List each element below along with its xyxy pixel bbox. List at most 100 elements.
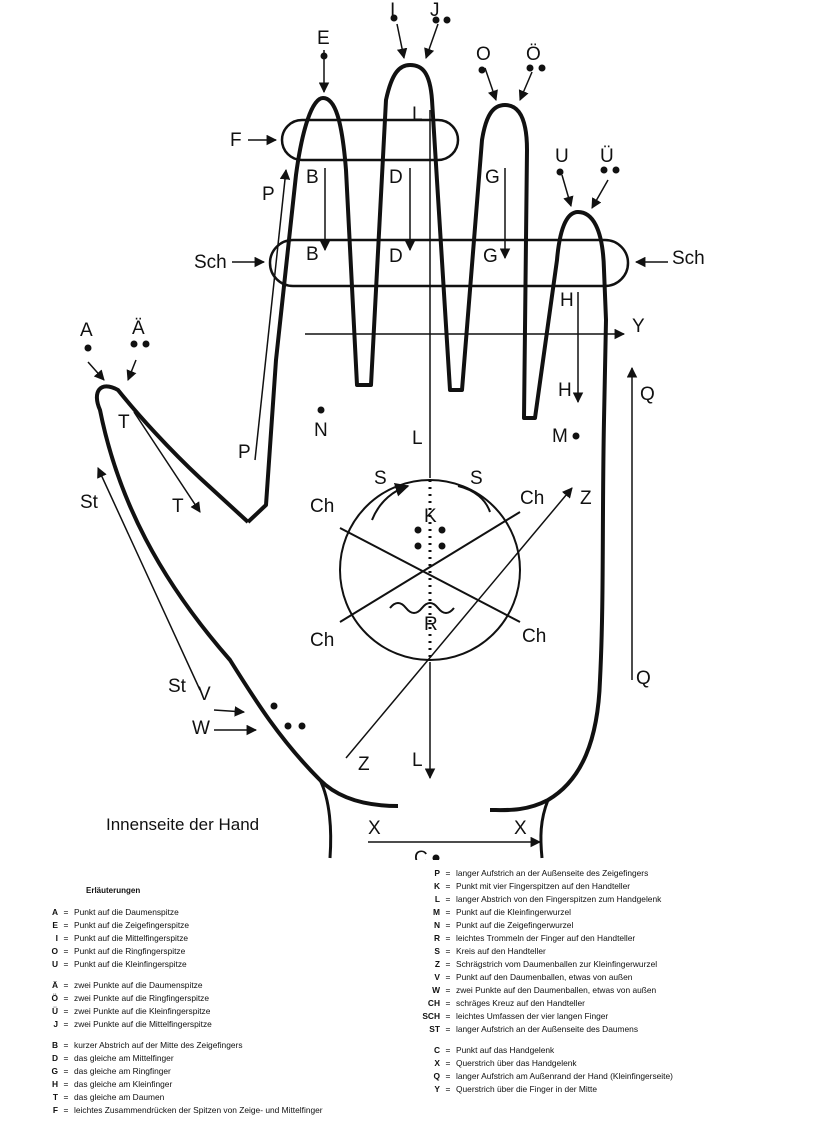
j-pointer	[424, 23, 439, 59]
label-T-top: T	[118, 412, 130, 433]
legend-row: F=leichtes Zusammendrücken der Spitzen v…	[28, 1106, 323, 1119]
u-umlaut-pointer	[591, 179, 609, 209]
legend-key: J	[53, 1019, 58, 1029]
label-Q-bottom: Q	[636, 668, 651, 689]
legend-row: P=langer Aufstrich an der Außenseite des…	[410, 869, 673, 882]
legend-description: Querstrich über das Handgelenk	[456, 1058, 577, 1068]
o-dot	[478, 66, 486, 74]
label-T-bottom: T	[172, 496, 184, 517]
legend-equals: =	[445, 1084, 451, 1094]
legend-key: S	[434, 946, 440, 956]
legend-key: T	[52, 1092, 58, 1102]
legend-row: L=langer Abstrich von den Fingerspitzen …	[410, 895, 673, 908]
label-E: E	[317, 28, 330, 49]
legend-equals: =	[63, 1040, 69, 1050]
legend-description: leichtes Trommeln der Finger auf den Han…	[456, 933, 636, 943]
legend-row: I=Punkt auf die Mittelfingerspitze	[28, 934, 323, 947]
legend-row: Ä=zwei Punkte auf die Daumenspitze	[28, 981, 323, 994]
label-Ch-br: Ch	[522, 626, 546, 647]
label-L-top: L	[412, 104, 423, 125]
legend-description: langer Aufstrich an der Außenseite des D…	[456, 1024, 639, 1034]
legend-key: Ö	[51, 993, 58, 1003]
c-dot	[432, 854, 440, 860]
u-dot	[556, 168, 564, 176]
legend-equals: =	[63, 993, 69, 1003]
legend-equals: =	[63, 920, 69, 930]
s-arc-right	[457, 485, 491, 513]
legend-row: E=Punkt auf die Zeigefingerspitze	[28, 921, 323, 934]
u-umlaut-dot-1	[600, 166, 608, 174]
j-dot-1	[432, 16, 440, 24]
legend-equals: =	[445, 868, 451, 878]
legend-description: Punkt auf die Kleinfingerwurzel	[456, 907, 571, 917]
legend-row: S=Kreis auf den Handteller	[410, 947, 673, 960]
legend-key: H	[51, 1079, 58, 1089]
legend-equals: =	[445, 998, 451, 1008]
legend-description: langer Aufstrich an der Außenseite des Z…	[456, 868, 649, 878]
a-umlaut-pointer	[126, 359, 137, 381]
legend-row: SCH=leichtes Umfassen der vier langen Fi…	[410, 1012, 673, 1025]
legend-description: zwei Punkte auf die Daumenspitze	[74, 980, 203, 990]
legend-row: T=das gleiche am Daumen	[28, 1093, 323, 1106]
j-dot-2	[443, 16, 451, 24]
label-Ch-tr: Ch	[520, 488, 544, 509]
label-C: C	[414, 848, 428, 860]
label-H-bottom: H	[558, 380, 572, 401]
hand-diagram: I J E O Ö U Ü F P P B B D D G G L L L Sc…	[80, 0, 705, 860]
legend-row: N=Punkt auf die Zeigefingerwurzel	[410, 921, 673, 934]
legend-equals: =	[445, 907, 451, 917]
r-wave	[389, 602, 455, 614]
label-S-left: S	[374, 468, 387, 489]
label-O: O	[476, 44, 491, 65]
legend-row: U=Punkt auf die Kleinfingerspitze	[28, 960, 323, 973]
k-dot-1	[414, 526, 422, 534]
o-pointer	[484, 67, 498, 101]
label-Y: Y	[632, 316, 645, 337]
label-U-umlaut: Ü	[600, 146, 614, 167]
legend-equals: =	[445, 985, 451, 995]
legend-description: Punkt auf die Zeigefingerspitze	[74, 920, 189, 930]
u-umlaut-dot-2	[612, 166, 620, 174]
label-W: W	[192, 718, 210, 739]
label-Z-bottom: Z	[358, 754, 370, 775]
legend-description: Punkt auf die Zeigefingerwurzel	[456, 920, 574, 930]
legend-equals: =	[445, 1071, 451, 1081]
legend-description: Kreis auf den Handteller	[456, 946, 546, 956]
legend-description: Punkt auf die Kleinfingerspitze	[74, 959, 187, 969]
wrist-left	[318, 779, 333, 859]
legend-row: D=das gleiche am Mittelfinger	[28, 1054, 323, 1067]
legend-row: Ö=zwei Punkte auf die Ringfingerspitze	[28, 994, 323, 1007]
legend-row: X=Querstrich über das Handgelenk	[410, 1059, 673, 1072]
legend-row: CH=schräges Kreuz auf den Handteller	[410, 999, 673, 1012]
label-X-right: X	[514, 818, 527, 839]
label-U: U	[555, 146, 569, 167]
label-Sch-left: Sch	[194, 252, 227, 273]
legend-key: Ü	[51, 1006, 58, 1016]
legend-right-column: P=langer Aufstrich an der Außenseite des…	[410, 869, 673, 1098]
legend-equals: =	[445, 881, 451, 891]
legend-row: K=Punkt mit vier Fingerspitzen auf den H…	[410, 882, 673, 895]
o-umlaut-pointer	[518, 71, 533, 101]
legend-description: das gleiche am Kleinfinger	[74, 1079, 173, 1089]
t-arrow	[133, 411, 201, 513]
z-arrow	[345, 487, 573, 759]
label-X-left: X	[368, 818, 381, 839]
legend-key: X	[434, 1058, 440, 1068]
legend-key: CH	[427, 998, 440, 1008]
legend-key: B	[51, 1040, 58, 1050]
legend-key: F	[52, 1105, 58, 1115]
legend-description: Punkt auf das Handgelenk	[456, 1045, 555, 1055]
legend-description: das gleiche am Mittelfinger	[74, 1053, 174, 1063]
f-band	[280, 118, 460, 162]
label-A: A	[80, 320, 93, 341]
legend-equals: =	[63, 1105, 69, 1115]
legend-equals: =	[63, 1053, 69, 1063]
label-S-right: S	[470, 468, 483, 489]
st-arrow	[97, 467, 201, 691]
legend-row: A=Punkt auf die Daumenspitze	[28, 908, 323, 921]
label-N: N	[314, 420, 328, 441]
w-dot-2	[298, 722, 306, 730]
legend-row: J=zwei Punkte auf die Mittelfingerspitze	[28, 1020, 323, 1033]
legend-row: G=das gleiche am Ringfinger	[28, 1067, 323, 1080]
